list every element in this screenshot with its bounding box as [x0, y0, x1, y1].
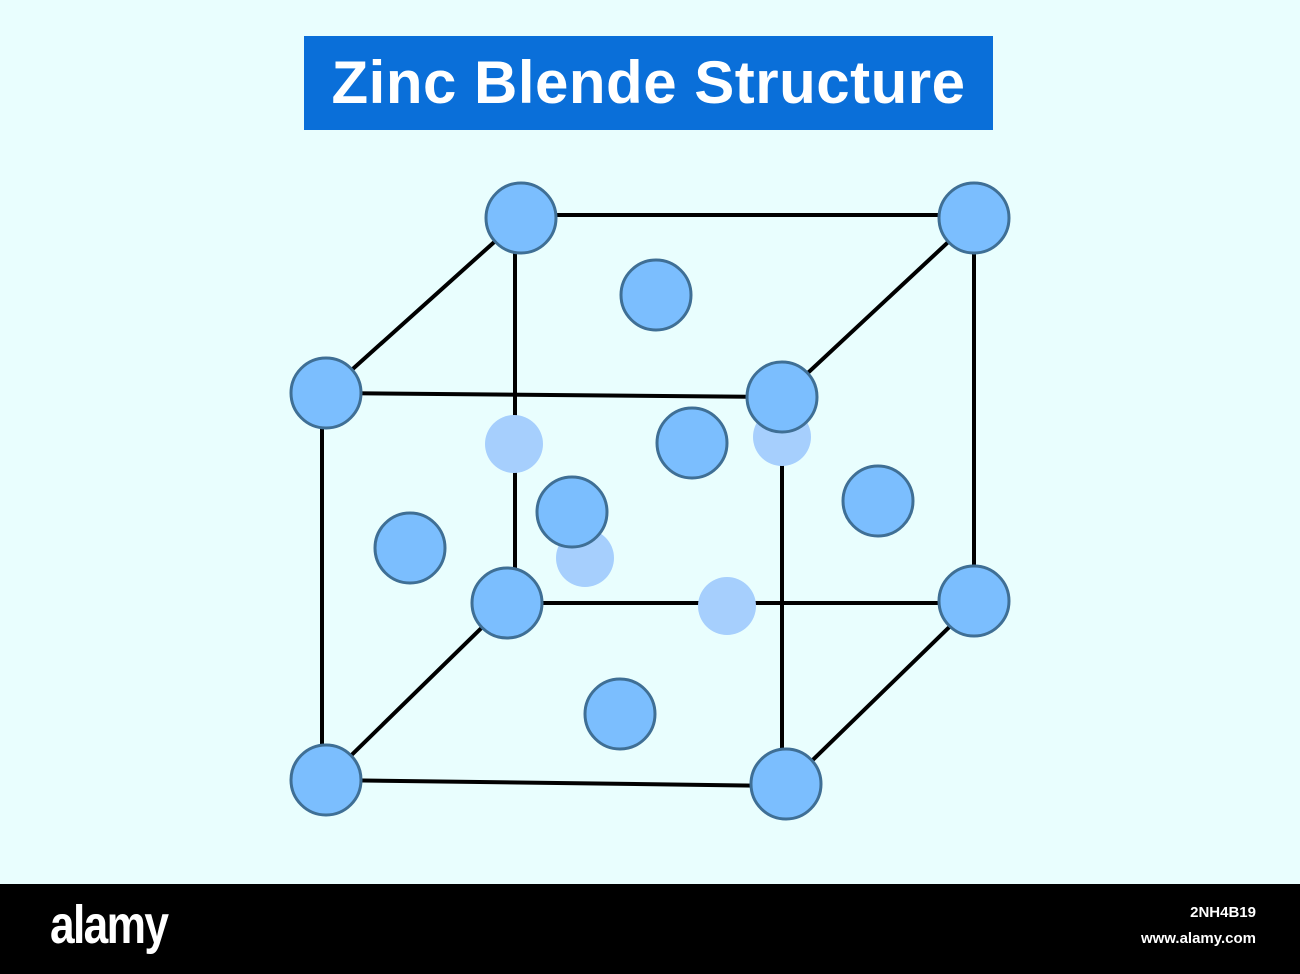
- corner-atom: [749, 747, 823, 821]
- face-atom-bottom: [583, 677, 657, 751]
- lattice-atoms: [289, 181, 1011, 821]
- inner-atom: [485, 415, 543, 473]
- site-url: www.alamy.com: [1140, 930, 1256, 947]
- corner-atom: [289, 743, 363, 817]
- image-id: 2NH4B19: [1190, 904, 1256, 921]
- face-atom-right: [841, 464, 915, 538]
- edge-depth-bottom-left: [324, 601, 509, 782]
- tetrahedral-atoms: [485, 408, 811, 635]
- corner-atom: [937, 564, 1011, 638]
- alamy-logo: alamy: [50, 895, 169, 955]
- edge-depth-top-left: [324, 216, 523, 395]
- diagram-canvas: Zinc Blende Structure: [0, 0, 1300, 884]
- footer-meta: 2NH4B19 www.alamy.com: [1141, 900, 1256, 952]
- title-banner: Zinc Blende Structure: [304, 36, 993, 130]
- face-atom-left: [373, 511, 447, 585]
- diagram-title: Zinc Blende Structure: [331, 49, 966, 116]
- diagram-background: [0, 0, 1300, 884]
- inner-atom: [698, 577, 756, 635]
- corner-atom: [484, 181, 558, 255]
- face-atom-front: [535, 475, 609, 549]
- edge-front-top: [324, 391, 784, 399]
- corner-atom: [745, 360, 819, 434]
- face-atom-back: [655, 406, 729, 480]
- edge-front-bottom: [324, 778, 788, 788]
- corner-atom: [937, 181, 1011, 255]
- edge-depth-top-right: [780, 216, 976, 399]
- edge-depth-bottom-right: [784, 601, 976, 788]
- corner-atom: [470, 566, 544, 640]
- footer-bar: alamy 2NH4B19 www.alamy.com: [0, 884, 1300, 974]
- zinc-blende-diagram: [0, 0, 1300, 884]
- corner-atom: [289, 356, 363, 430]
- face-atom-top: [619, 258, 693, 332]
